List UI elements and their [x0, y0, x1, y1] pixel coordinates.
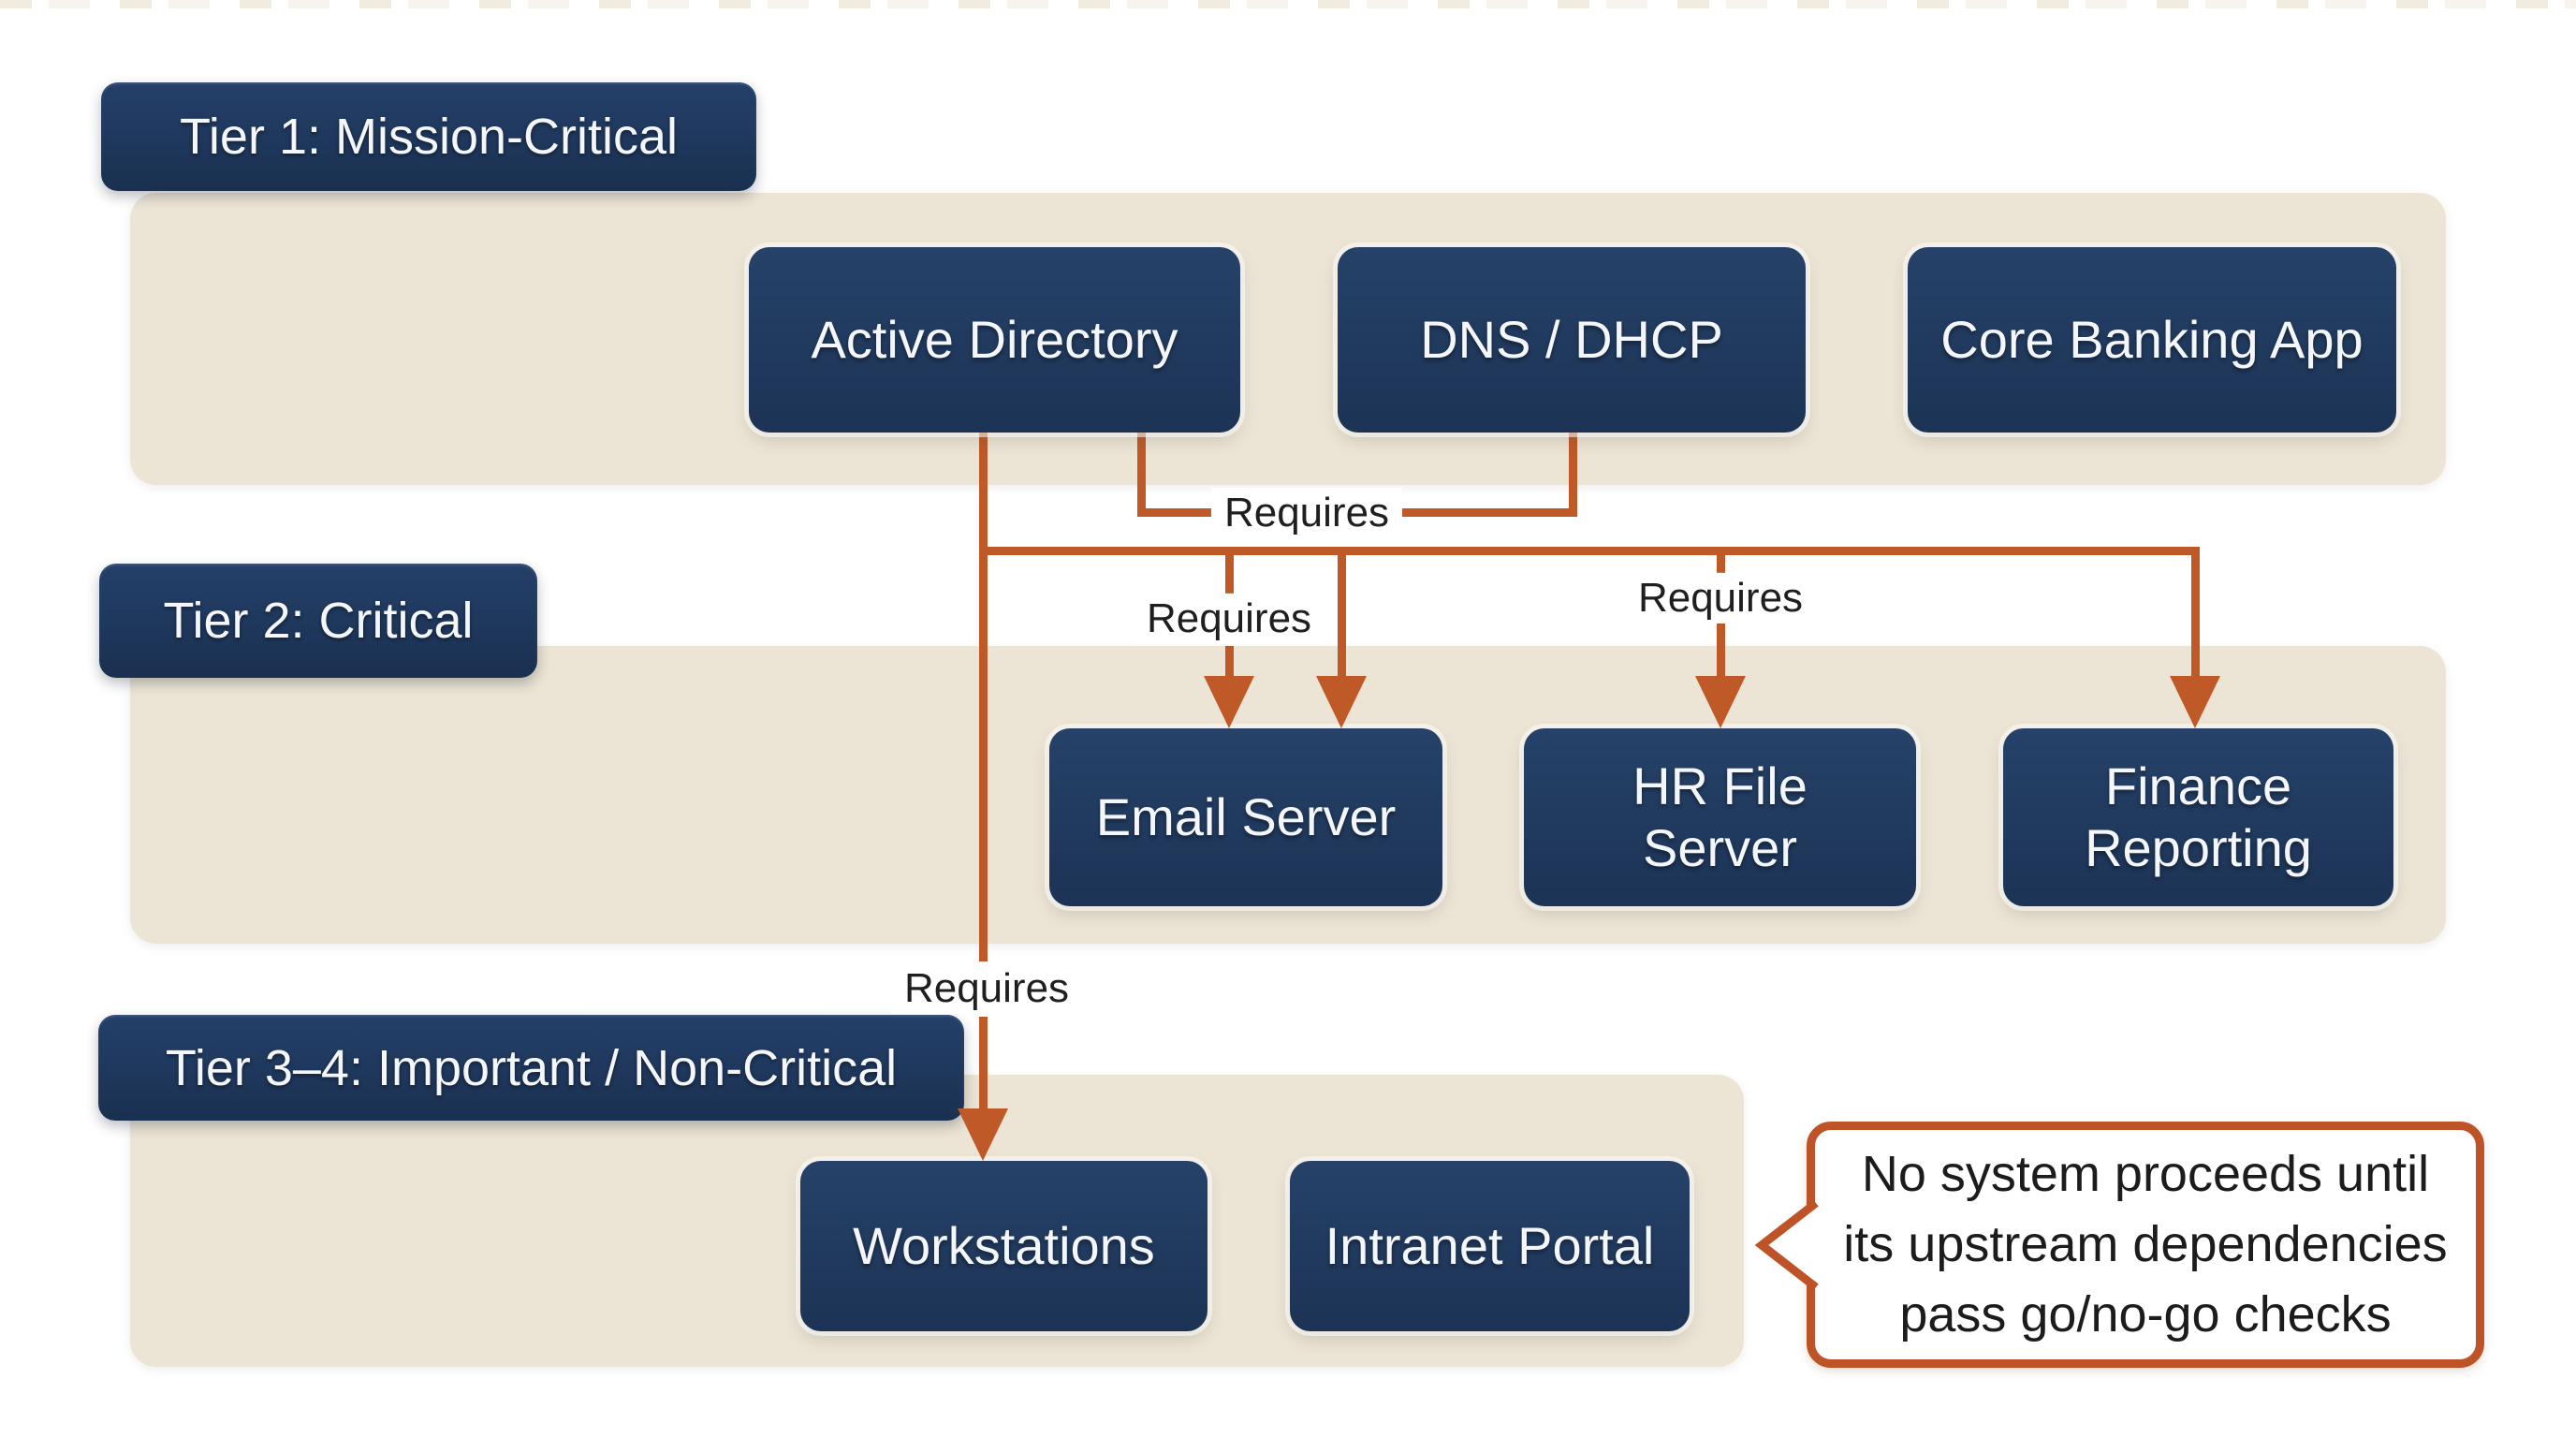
top-edge-artifact-strip — [0, 0, 2576, 8]
tier3-4-label-text: Tier 3–4: Important / Non-Critical — [165, 1039, 898, 1096]
tier2-label-text: Tier 2: Critical — [163, 593, 474, 649]
box-core-banking-app: Core Banking App — [1908, 247, 2396, 433]
box-intranet-portal-text: Intranet Portal — [1325, 1216, 1655, 1275]
edge-label-requires-ad-email: Requires — [1133, 593, 1325, 645]
edge-ad-dns-segment — [1569, 433, 1577, 517]
edge-ad-workstations-segment — [979, 1017, 988, 1110]
arrowhead-finance-reporting — [2170, 676, 2220, 728]
tier1-label: Tier 1: Mission-Critical — [101, 82, 756, 191]
box-dns-dhcp: DNS / DHCP — [1338, 247, 1806, 433]
edge-dns-email-segment — [1338, 547, 1346, 678]
edge-label-requires-ad-dns: Requires — [1210, 487, 1403, 539]
box-active-directory-text: Active Directory — [811, 310, 1178, 369]
callout-text-line: pass go/no-go checks — [1899, 1286, 2392, 1343]
callout-tail-pointer — [1754, 1199, 1819, 1291]
arrowhead-workstations — [958, 1108, 1008, 1161]
box-email-server-text: Email Server — [1095, 787, 1397, 846]
box-active-directory: Active Directory — [749, 247, 1240, 433]
tier3-4-label: Tier 3–4: Important / Non-Critical — [98, 1015, 964, 1121]
edge-ad-email-segment — [1225, 547, 1234, 595]
box-finance-reporting-text: Finance Reporting — [2085, 756, 2312, 877]
arrowhead-email-right — [1316, 676, 1367, 728]
arrowhead-email-left — [1204, 676, 1254, 728]
arrowhead-hr-file-server — [1695, 676, 1746, 728]
callout-text-line: its upstream dependencies — [1843, 1216, 2448, 1272]
box-workstations: Workstations — [800, 1161, 1208, 1331]
edge-ad-finance-segment — [2191, 547, 2200, 678]
edge-ad-email-segment — [1225, 646, 1234, 678]
box-hr-file-server-text: HR File Server — [1632, 756, 1808, 877]
edge-ad-dns-segment — [1137, 508, 1231, 517]
box-hr-file-server: HR File Server — [1524, 728, 1916, 906]
box-dns-dhcp-text: DNS / DHCP — [1420, 310, 1723, 369]
edge-trunk-segment — [979, 547, 2200, 555]
tier2-label: Tier 2: Critical — [99, 564, 537, 678]
edge-ad-hr-segment — [1717, 547, 1725, 577]
edge-label-requires-ad-workstations: Requires — [890, 962, 1083, 1015]
callout-note: No system proceeds until its upstream de… — [1807, 1122, 2484, 1368]
edge-ad-hr-segment — [1717, 624, 1725, 678]
edge-ad-dns-segment — [1137, 433, 1146, 517]
edge-ad-workstations-segment — [979, 433, 988, 961]
tier1-label-text: Tier 1: Mission-Critical — [179, 109, 679, 165]
box-email-server: Email Server — [1049, 728, 1442, 906]
box-workstations-text: Workstations — [853, 1216, 1155, 1275]
box-core-banking-app-text: Core Banking App — [1940, 310, 2364, 369]
box-intranet-portal: Intranet Portal — [1290, 1161, 1690, 1331]
callout-text-line: No system proceeds until — [1861, 1146, 2430, 1202]
box-finance-reporting: Finance Reporting — [2003, 728, 2393, 906]
edge-label-requires-ad-hr: Requires — [1624, 572, 1817, 624]
edge-ad-dns-segment — [1387, 508, 1577, 517]
